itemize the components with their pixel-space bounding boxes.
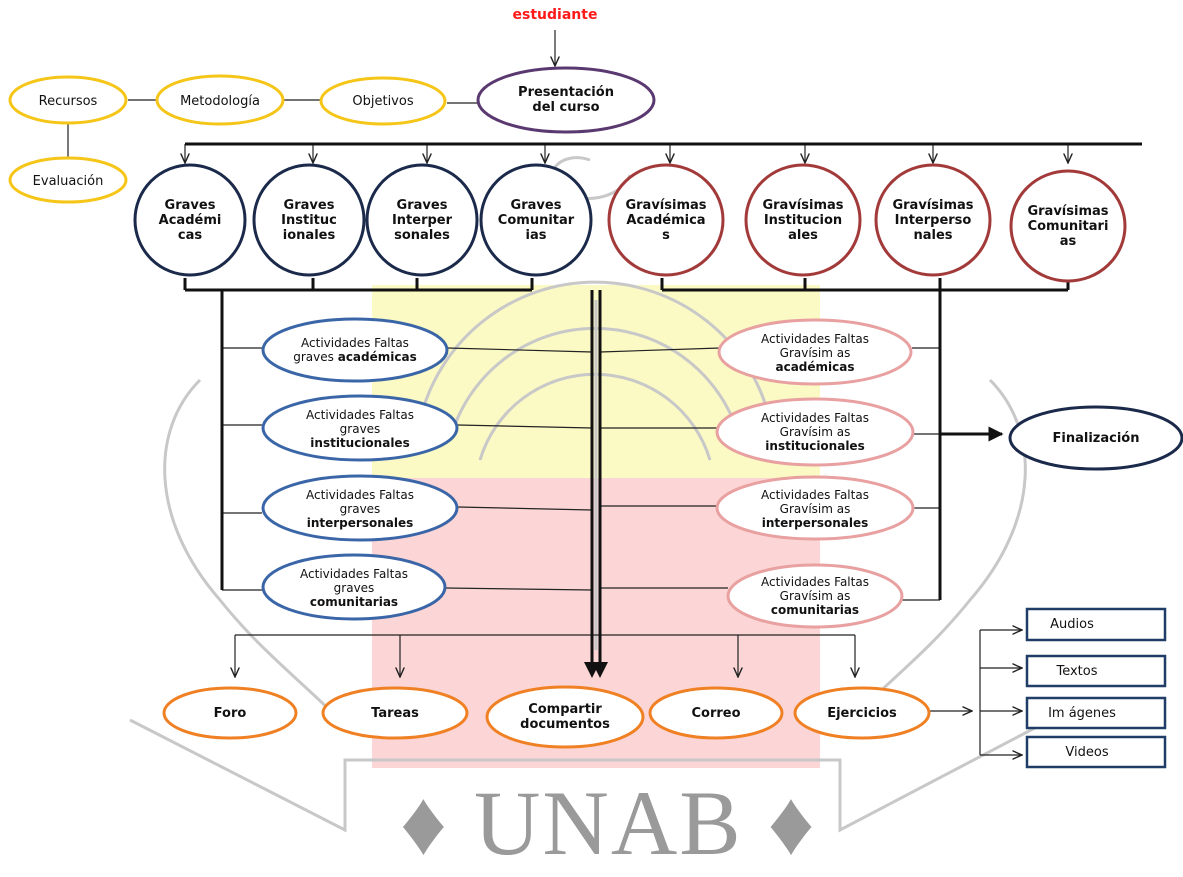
evaluacion-label: Evaluación	[32, 173, 104, 189]
activity-graves-shape	[261, 474, 459, 542]
tool-node-shape	[648, 686, 784, 740]
tool-compartir-documentos: Compartir documentos	[520, 702, 610, 732]
tool-node-shape	[162, 686, 298, 740]
objetivos-label: Objetivos	[352, 93, 414, 109]
down-arrowheads	[584, 662, 608, 678]
category-label: Gravísimas Institucion ales	[762, 197, 844, 243]
resource-imagenes: Im ágenes	[1048, 705, 1116, 721]
category-node-shape	[133, 163, 247, 277]
category-label: Graves Interper sonales	[391, 197, 453, 243]
tool-node-shape	[485, 685, 645, 749]
presentation-node-shape	[476, 66, 656, 134]
resource-audios: Audios	[1050, 616, 1094, 632]
activity-graves-institucionales: Actividades Faltas graves institucionale…	[306, 408, 414, 450]
activity-gravisimas-shape	[726, 563, 904, 629]
category-node-shape	[744, 163, 862, 277]
activity-gravisimas-shape	[715, 397, 915, 467]
evaluacion-node-shape	[8, 156, 128, 204]
activity-graves-academicas: Actividades Faltas graves académicas	[293, 336, 417, 364]
activity-gravisimas-institucionales: Actividades Faltas Gravísim as instituci…	[761, 411, 869, 453]
category-node-shape	[252, 163, 366, 277]
recursos-node-shape	[8, 75, 128, 125]
presentation-label: Presentación del curso	[518, 85, 614, 115]
category-node-shape	[1009, 169, 1127, 283]
thin-connectors	[67, 30, 1068, 755]
tool-node-shape	[321, 686, 469, 740]
activity-graves-shape	[261, 553, 447, 621]
watermark-text: ♦ UNAB ♦	[400, 772, 817, 874]
metodologia-node-shape	[155, 74, 285, 126]
tool-tareas: Tareas	[371, 705, 419, 721]
student-label: estudiante	[512, 7, 598, 23]
thick-connectors	[183, 142, 1142, 670]
activity-gravisimas-shape	[717, 318, 913, 386]
activity-graves-shape	[261, 317, 449, 383]
category-node-shape	[874, 163, 992, 277]
finalizacion-node-shape	[1008, 405, 1183, 471]
resource-boxes	[1025, 607, 1167, 769]
tool-node-shape	[793, 686, 931, 740]
finalizacion-label: Finalización	[1052, 430, 1140, 446]
category-label: Graves Instituc ionales	[281, 197, 337, 243]
category-label: Graves Académi cas	[158, 197, 222, 243]
category-node-shape	[365, 163, 479, 277]
metodologia-label: Metodología	[180, 93, 260, 109]
category-label: Gravísimas Interperso nales	[892, 197, 974, 243]
recursos-label: Recursos	[38, 93, 98, 109]
activity-gravisimas-interpersonales: Actividades Faltas Gravísim as interpers…	[761, 488, 869, 530]
tool-ejercicios: Ejercicios	[827, 705, 897, 721]
activity-graves-comunitarias: Actividades Faltas graves comunitarias	[300, 567, 408, 609]
activity-gravisimas-academicas: Actividades Faltas Gravísim as académica…	[761, 332, 869, 374]
resource-textos: Textos	[1056, 663, 1098, 679]
resource-videos: Videos	[1065, 744, 1109, 760]
category-node-shape	[479, 163, 593, 277]
activity-gravisimas-shape	[715, 475, 915, 541]
activity-graves-interpersonales: Actividades Faltas graves interpersonale…	[306, 488, 414, 530]
category-node-shape	[607, 163, 725, 277]
tool-foro: Foro	[213, 705, 247, 721]
activity-gravisimas-comunitarias: Actividades Faltas Gravísim as comunitar…	[761, 575, 869, 617]
activity-graves-shape	[261, 394, 459, 462]
tool-correo: Correo	[691, 705, 741, 721]
objetivos-node-shape	[319, 76, 447, 126]
category-label: Graves Comunitar ias	[497, 197, 575, 243]
category-label: Gravísimas Académica s	[625, 197, 707, 243]
category-label: Gravísimas Comunitari as	[1027, 203, 1109, 249]
